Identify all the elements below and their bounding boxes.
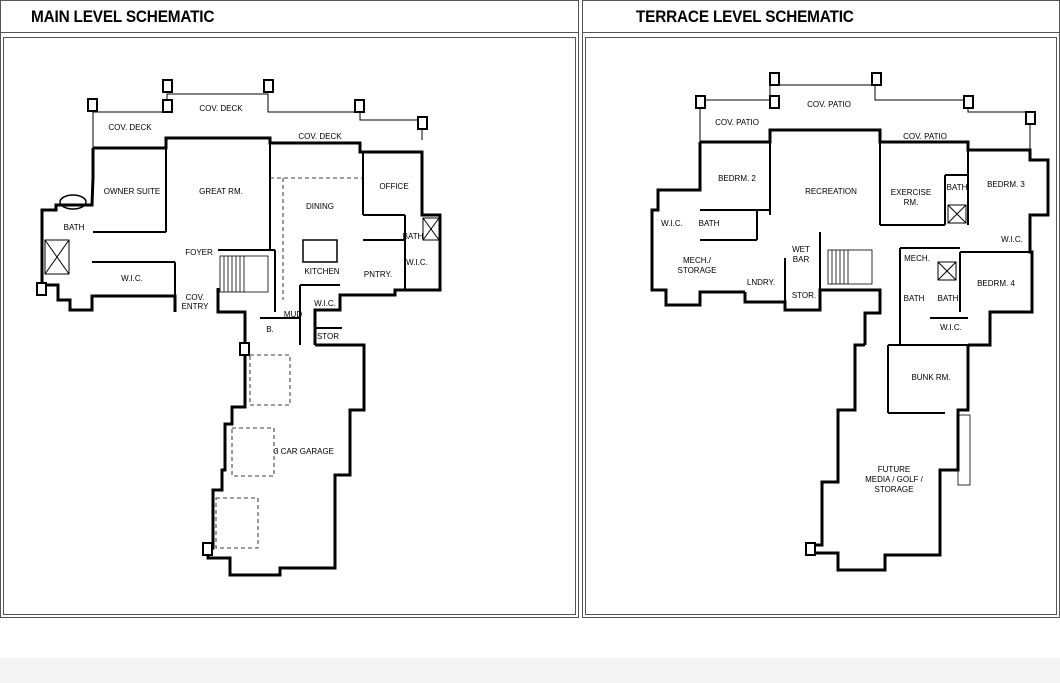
- room-label: OWNER SUITE: [104, 187, 160, 196]
- room-label: STOR.: [792, 291, 816, 300]
- side-stair-rail: [957, 414, 971, 486]
- room-label: BATH: [904, 294, 925, 303]
- covered-patio-outline: [699, 84, 1031, 160]
- shower: [937, 204, 967, 281]
- room-label: BATH: [947, 183, 968, 192]
- deck-posts: [36, 79, 428, 556]
- room-label: WET: [792, 245, 810, 254]
- tub: [59, 194, 87, 210]
- room-label: DINING: [306, 202, 334, 211]
- room-label: ENTRY: [182, 302, 210, 311]
- room-labels: COV. PATIO COV. PATIO COV. PATIO BEDRM. …: [661, 100, 1025, 494]
- room-label: PNTRY.: [364, 270, 392, 279]
- room-label: STORAGE: [678, 266, 717, 275]
- title-rule: [1, 32, 578, 33]
- room-label: W.I.C.: [661, 219, 683, 228]
- room-label: BATH: [938, 294, 959, 303]
- room-label: B.: [266, 325, 274, 334]
- drawing-frame: [585, 37, 1057, 615]
- footer-bar: [0, 658, 1060, 683]
- room-label: COV. PATIO: [807, 100, 851, 109]
- room-label: W.I.C.: [1001, 235, 1023, 244]
- room-label: MEDIA / GOLF /: [865, 475, 924, 484]
- exterior-walls: [40, 136, 442, 350]
- terrace-level-plan: COV. PATIO COV. PATIO COV. PATIO BEDRM. …: [650, 72, 1050, 572]
- room-label: COV. PATIO: [903, 132, 947, 141]
- room-label: RECREATION: [805, 187, 857, 196]
- kitchen-island: [302, 239, 338, 263]
- main-level-plan: COV. DECK COV. DECK COV. DECK OWNER SUIT…: [36, 79, 442, 577]
- garage-bays: [215, 354, 291, 549]
- room-label: STORAGE: [875, 485, 914, 494]
- covered-deck-outline: [92, 93, 423, 148]
- stair: [219, 255, 269, 293]
- room-label: BEDRM. 4: [977, 279, 1015, 288]
- interior-walls: [700, 142, 1030, 414]
- garage-walls: [206, 343, 366, 577]
- room-label: LNDRY.: [747, 278, 775, 287]
- room-label: KITCHEN: [304, 267, 339, 276]
- room-label: BUNK RM.: [911, 373, 950, 382]
- room-label: COV. PATIO: [715, 118, 759, 127]
- room-label: EXERCISE: [891, 188, 931, 197]
- room-label: BATH: [699, 219, 720, 228]
- room-label: W.I.C.: [121, 274, 143, 283]
- stair: [827, 249, 873, 285]
- room-label: COV.: [186, 293, 205, 302]
- room-label: W.I.C.: [314, 299, 336, 308]
- room-label: BEDRM. 2: [718, 174, 756, 183]
- room-label: GREAT RM.: [199, 187, 243, 196]
- dashed-openings: [270, 177, 363, 300]
- patio-posts: [695, 72, 1036, 556]
- room-label: W.I.C.: [940, 323, 962, 332]
- drawing-frame: [3, 37, 576, 615]
- room-label: MUD: [284, 310, 302, 319]
- terrace-level-title: TERRACE LEVEL SCHEMATIC: [636, 8, 854, 26]
- room-label: RM.: [904, 198, 919, 207]
- room-label: BATH: [403, 232, 424, 241]
- room-label: MECH.: [904, 254, 930, 263]
- room-label: BAR: [793, 255, 810, 264]
- room-label: BEDRM. 3: [987, 180, 1025, 189]
- room-label: COV. DECK: [199, 104, 243, 113]
- room-label: 3 CAR GARAGE: [274, 447, 334, 456]
- main-level-title: MAIN LEVEL SCHEMATIC: [31, 8, 215, 26]
- shower: [44, 217, 440, 275]
- title-rule: [583, 32, 1059, 33]
- room-label: FUTURE: [878, 465, 910, 474]
- room-label: MECH./: [683, 256, 712, 265]
- exterior-walls: [650, 128, 1050, 572]
- room-label: COV. DECK: [298, 132, 342, 141]
- room-label: STOR: [317, 332, 339, 341]
- room-label: COV. DECK: [108, 123, 152, 132]
- room-label: W.I.C.: [406, 258, 428, 267]
- room-labels: COV. DECK COV. DECK COV. DECK OWNER SUIT…: [64, 104, 428, 456]
- room-label: FOYER: [185, 248, 213, 257]
- room-label: OFFICE: [379, 182, 408, 191]
- interior-walls: [92, 143, 406, 345]
- room-label: BATH: [64, 223, 85, 232]
